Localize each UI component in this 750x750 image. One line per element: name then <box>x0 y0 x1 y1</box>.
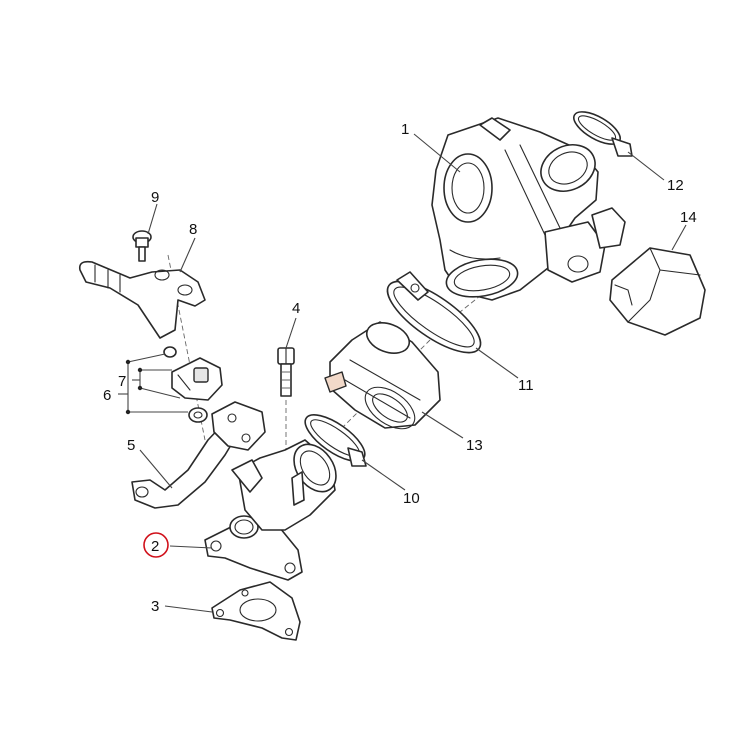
part-1-throttle-body[interactable] <box>431 117 626 302</box>
part-5-bracket[interactable] <box>131 401 266 509</box>
callout-6: 6 <box>103 387 111 404</box>
part-6-sensor-assembly[interactable] <box>163 346 223 423</box>
part-13-intake-sleeve[interactable] <box>324 317 441 437</box>
callout-2[interactable]: 2 <box>151 538 159 555</box>
part-2-intake-manifold[interactable] <box>204 436 345 581</box>
part-9-screw[interactable] <box>132 230 152 262</box>
callout-5: 5 <box>127 437 135 454</box>
callout-9: 9 <box>151 189 159 206</box>
part-4-bolt[interactable] <box>277 347 295 397</box>
part-12-hose-clamp[interactable] <box>569 105 633 157</box>
part-3-gasket[interactable] <box>211 581 301 641</box>
callout-10: 10 <box>403 490 420 507</box>
callout-3: 3 <box>151 598 159 615</box>
callout-2-highlight-ring <box>143 532 169 558</box>
leader-lines <box>118 133 687 613</box>
part-14-sensor-cover[interactable] <box>609 247 706 336</box>
callout-4: 4 <box>292 300 300 317</box>
callout-12: 12 <box>667 177 684 194</box>
part-11-hose-clamp[interactable] <box>377 269 490 365</box>
callout-8: 8 <box>189 221 197 238</box>
part-10-hose-clamp[interactable] <box>298 406 371 469</box>
callout-labels: 1 2 3 4 5 6 7 8 9 10 11 12 13 14 <box>103 121 697 615</box>
callout-11: 11 <box>518 377 534 394</box>
callout-14: 14 <box>680 209 697 226</box>
callout-7: 7 <box>118 373 126 390</box>
part-8-sensor[interactable] <box>78 260 206 339</box>
callout-13: 13 <box>466 437 483 454</box>
callout-1: 1 <box>401 121 409 138</box>
